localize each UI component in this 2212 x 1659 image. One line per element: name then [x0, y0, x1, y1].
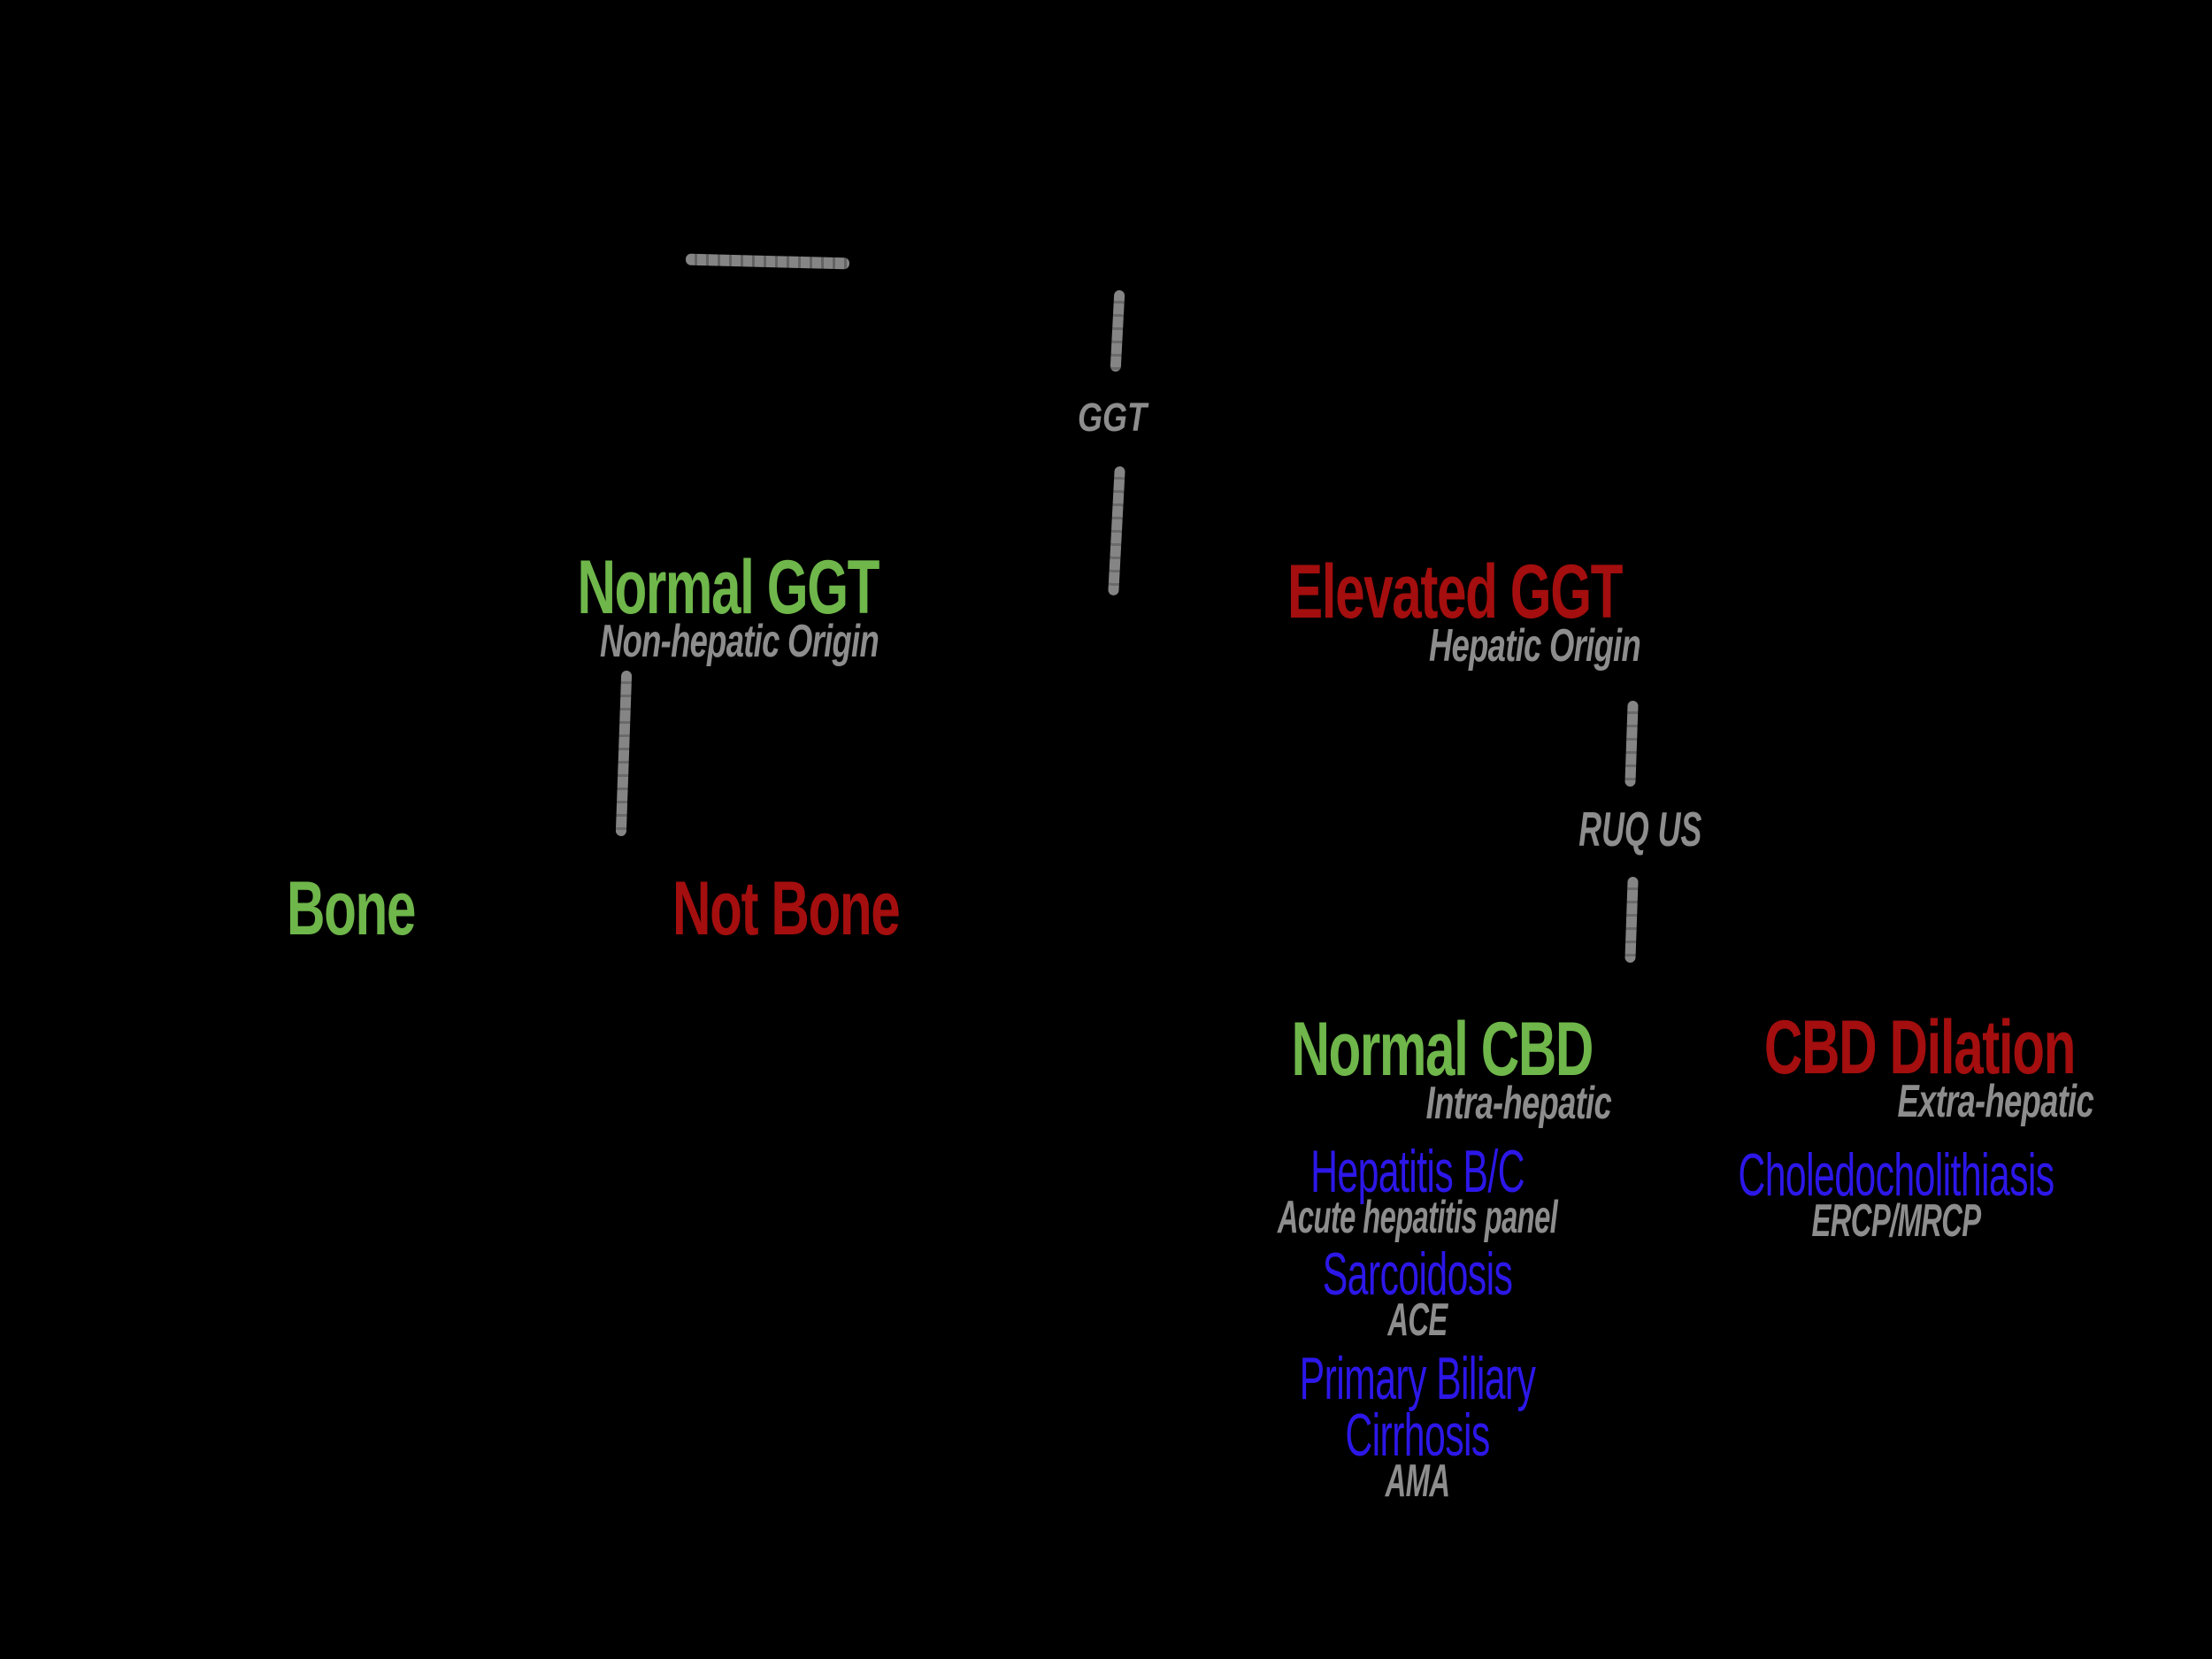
cbd-dilation-subtitle: Extra-hepatic: [1897, 1076, 2093, 1127]
node-normal-ggt: Normal GGT Non-hepatic Origin: [507, 549, 879, 664]
pbc-subtitle: AMA: [1385, 1455, 1450, 1507]
connector-top-branch-line: [685, 253, 850, 270]
connector-ggt-lower-line: [1108, 465, 1125, 596]
normal-cbd-subtitle: Intra-hepatic: [1425, 1078, 1612, 1129]
node-not-bone: Not Bone: [672, 866, 901, 951]
ggt-test-label: GGT: [1078, 395, 1147, 440]
normal-ggt-subtitle: Non-hepatic Origin: [600, 616, 879, 667]
ruq-us-test-label: RUQ US: [1578, 802, 1702, 856]
node-bone: Bone: [287, 866, 416, 951]
sarcoidosis-title: Sarcoidosis: [1322, 1240, 1513, 1308]
node-choledocholithiasis: Choledocholithiasis ERCP/MRCP: [1729, 1145, 2063, 1244]
normal-ggt-title: Normal GGT: [577, 545, 879, 630]
node-sarcoidosis: Sarcoidosis ACE: [1250, 1244, 1585, 1343]
connector-ggt-upper-line: [1110, 289, 1125, 373]
cbd-dilation-title: CBD Dilation: [1763, 1005, 2076, 1090]
hepatitis-title: Hepatitis B/C: [1310, 1138, 1525, 1205]
node-cbd-dilation: CBD Dilation Extra-hepatic: [1703, 1005, 2094, 1125]
node-primary-biliary-cirrhosis: Primary Biliary Cirrhosis AMA: [1250, 1348, 1585, 1504]
hepatitis-subtitle: Acute hepatitis panel: [1277, 1192, 1558, 1243]
sarcoidosis-subtitle: ACE: [1387, 1294, 1448, 1346]
pbc-title-line2: Cirrhosis: [1345, 1402, 1490, 1469]
connector-normal-ggt-line: [615, 670, 633, 837]
pbc-title-line1: Primary Biliary: [1299, 1345, 1536, 1412]
node-normal-cbd: Normal CBD Intra-hepatic: [1221, 1007, 1611, 1126]
elevated-ggt-subtitle: Hepatic Origin: [1429, 620, 1641, 672]
elevated-ggt-title: Elevated GGT: [1287, 549, 1623, 634]
node-elevated-ggt: Elevated GGT Hepatic Origin: [1250, 549, 1641, 669]
choledocholithiasis-title: Choledocholithiasis: [1738, 1141, 2055, 1209]
connector-ruq-upper-line: [1624, 700, 1639, 787]
choledocholithiasis-subtitle: ERCP/MRCP: [1811, 1195, 1982, 1247]
node-hepatitis: Hepatitis B/C Acute hepatitis panel: [1250, 1141, 1585, 1240]
normal-cbd-title: Normal CBD: [1291, 1007, 1594, 1092]
connector-ruq-lower-line: [1624, 876, 1639, 964]
